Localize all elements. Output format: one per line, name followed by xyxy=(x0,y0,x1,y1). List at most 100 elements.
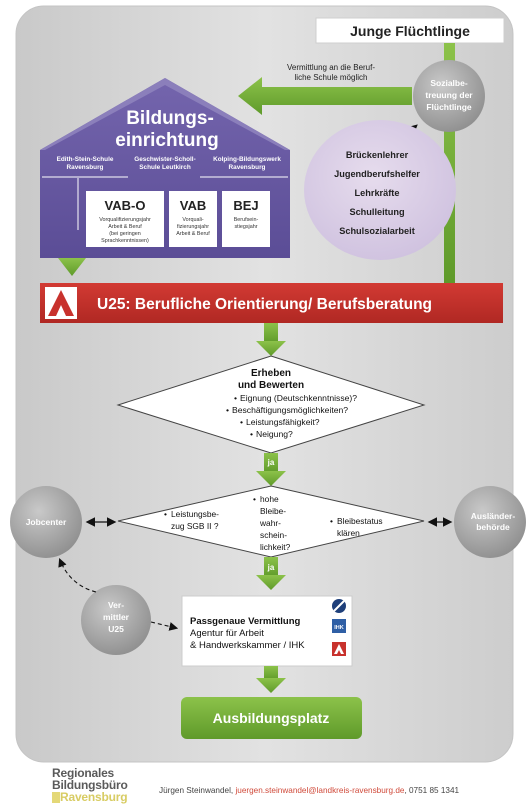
diamond1-item-1: Eignung (Deutschkenntnisse)? xyxy=(240,393,357,403)
header-title: Junge Flüchtlinge xyxy=(350,23,470,39)
handwerk-logo-accent xyxy=(333,600,345,612)
program-vab-o-code: VAB-O xyxy=(105,198,146,213)
sozialbetreuung-line-3: Flüchtlinge xyxy=(426,102,472,112)
dashed-arrow-vermittler-jobcenter xyxy=(58,557,97,593)
green-arrow-4-head xyxy=(256,678,286,693)
diamond1-title-1: Erheben xyxy=(251,368,291,379)
diamond1-item-3: Leistungsfähigkeit? xyxy=(246,417,320,427)
bildung-title-line-1: Bildungs- xyxy=(126,108,214,129)
school-2-line-1: Geschwister-Scholl- xyxy=(134,156,195,163)
diamond2-right-1: Bleibestatus xyxy=(337,516,383,526)
support-item-4: Schulleitung xyxy=(349,207,404,217)
vermittlung-note-line-1: Vermittlung an die Beruf- xyxy=(287,63,375,72)
program-bej-desc-2: stiegsjahr xyxy=(234,224,257,230)
ausbildung-label: Ausbildungsplatz xyxy=(213,710,330,726)
program-vab-o-desc-3: (bei geringen xyxy=(109,231,140,237)
school-2-line-2: Schule Leutkirch xyxy=(139,164,191,171)
ihk-logo-icon xyxy=(332,619,346,633)
diamond2-center-bullet: • xyxy=(253,494,256,504)
green-arrow-2-head xyxy=(256,471,286,486)
sozialbetreuung-line-1: Sozialbe- xyxy=(430,78,467,88)
placement-title: Passgenaue Vermittlung xyxy=(190,616,301,627)
support-item-3: Lehrkräfte xyxy=(355,188,400,198)
program-box-vab-o xyxy=(86,191,164,247)
support-item-5: Schulsozialarbeit xyxy=(339,226,415,236)
u25-bar xyxy=(40,283,503,323)
support-item-2: Jugendberufshelfer xyxy=(334,169,420,179)
diamond2-left-2: zug SGB II ? xyxy=(171,521,219,531)
footer-logo-line-2: Bildungsbüro xyxy=(52,778,128,792)
program-bej-code: BEJ xyxy=(233,198,258,213)
program-vab-o-desc-2: Arbeit & Beruf xyxy=(108,224,142,230)
program-bej-desc-1: Berufsein- xyxy=(234,217,259,223)
green-arrow-2-shaft xyxy=(264,453,278,473)
diamond2-center-4: schein- xyxy=(260,530,287,540)
diamond2-right-2: klären xyxy=(337,528,360,538)
green-arrow-4-shaft xyxy=(264,666,278,680)
auslaender-circle xyxy=(454,486,526,558)
auslaender-line-2: behörde xyxy=(476,522,510,532)
green-arrow-3-head xyxy=(256,575,286,590)
footer-email-link[interactable]: juergen.steinwandel@landkreis-ravensburg… xyxy=(235,786,405,795)
header-box xyxy=(315,17,505,44)
vermittlung-note-line-2: liche Schule möglich xyxy=(295,73,368,82)
vermittler-line-2: mittler xyxy=(103,612,130,622)
diamond1-bullet-3: • xyxy=(240,417,243,427)
yes-label-2: ja xyxy=(267,563,275,572)
program-vab-desc-1: Vorquali- xyxy=(182,217,203,223)
diamond2-center-3: wahr- xyxy=(259,518,281,528)
ausbildung-box xyxy=(181,697,362,739)
diamond1-bullet-1: • xyxy=(234,393,237,403)
sozialbetreuung-circle xyxy=(413,60,485,132)
diamond2-center-5: lichkeit? xyxy=(260,542,291,552)
green-arrow-1-head xyxy=(256,341,286,356)
program-vab-desc-3: Arbeit & Beruf xyxy=(176,231,210,237)
school-1-line-2: Ravensburg xyxy=(67,164,104,171)
footer-logo-bar xyxy=(52,792,60,803)
program-box-vab xyxy=(169,191,217,247)
footer-logo: Regionales Bildungsbüro Ravensburg xyxy=(52,766,150,804)
footer-logo-line-3: Ravensburg xyxy=(60,790,128,804)
program-vab-o-desc-4: Sprachkenntnissen) xyxy=(101,238,149,244)
vermittler-line-3: U25 xyxy=(108,624,124,634)
u25-label: U25: Berufliche Orientierung/ Berufsbera… xyxy=(97,296,432,313)
left-green-arrowhead xyxy=(58,258,86,276)
diamond2-left-bullet: • xyxy=(164,509,167,519)
agentur-small-logo-icon xyxy=(334,644,344,654)
sozialbetreuung-line-2: treuung der xyxy=(425,90,473,100)
vermittler-line-1: Ver- xyxy=(108,600,124,610)
program-box-bej xyxy=(222,191,270,247)
school-3-line-1: Kolping-Bildungswerk xyxy=(213,156,281,163)
green-arrow-1-shaft xyxy=(264,323,278,343)
support-item-1: Brückenlehrer xyxy=(346,150,409,160)
footer-contact: Jürgen Steinwandel, juergen.steinwandel@… xyxy=(159,786,459,795)
ihk-logo-mark: IHK xyxy=(334,625,344,631)
diamond2-center-1: hohe xyxy=(260,494,279,504)
jobcenter-circle xyxy=(10,486,82,558)
agentur-logo-icon xyxy=(48,290,74,316)
placement-box xyxy=(181,595,353,667)
diamond2-left-1: Leistungsbe- xyxy=(171,509,219,519)
diamond1-item-4: Neigung? xyxy=(256,429,293,439)
vermittler-circle xyxy=(81,585,151,655)
diamond2-right-bullet: • xyxy=(330,516,333,526)
yes-label-1: ja xyxy=(267,458,275,467)
footer-logo-line-1: Regionales xyxy=(52,766,115,780)
auslaender-line-1: Ausländer- xyxy=(471,511,516,521)
school-3-line-2: Ravensburg xyxy=(229,164,266,171)
footer-contact-suffix: , 0751 85 1341 xyxy=(404,786,460,795)
placement-line-2: & Handwerkskammer / IHK xyxy=(190,640,305,651)
placement-line-1: Agentur für Arbeit xyxy=(190,628,264,639)
diamond1-bullet-4: • xyxy=(250,429,253,439)
green-arrow-3-shaft xyxy=(264,557,278,577)
jobcenter-label: Jobcenter xyxy=(26,517,67,527)
footer-contact-prefix: Jürgen Steinwandel, xyxy=(159,786,236,795)
diamond1-bullet-2: • xyxy=(226,405,229,415)
support-bubble xyxy=(304,120,456,260)
green-arrow-to-bildung xyxy=(238,77,412,115)
program-vab-o-desc-1: Vorqualifizierungsjahr xyxy=(99,217,151,223)
diamond1-title-2: und Bewerten xyxy=(238,380,304,391)
program-vab-code: VAB xyxy=(180,198,206,213)
program-vab-desc-2: fizierungsjahr xyxy=(177,224,209,230)
